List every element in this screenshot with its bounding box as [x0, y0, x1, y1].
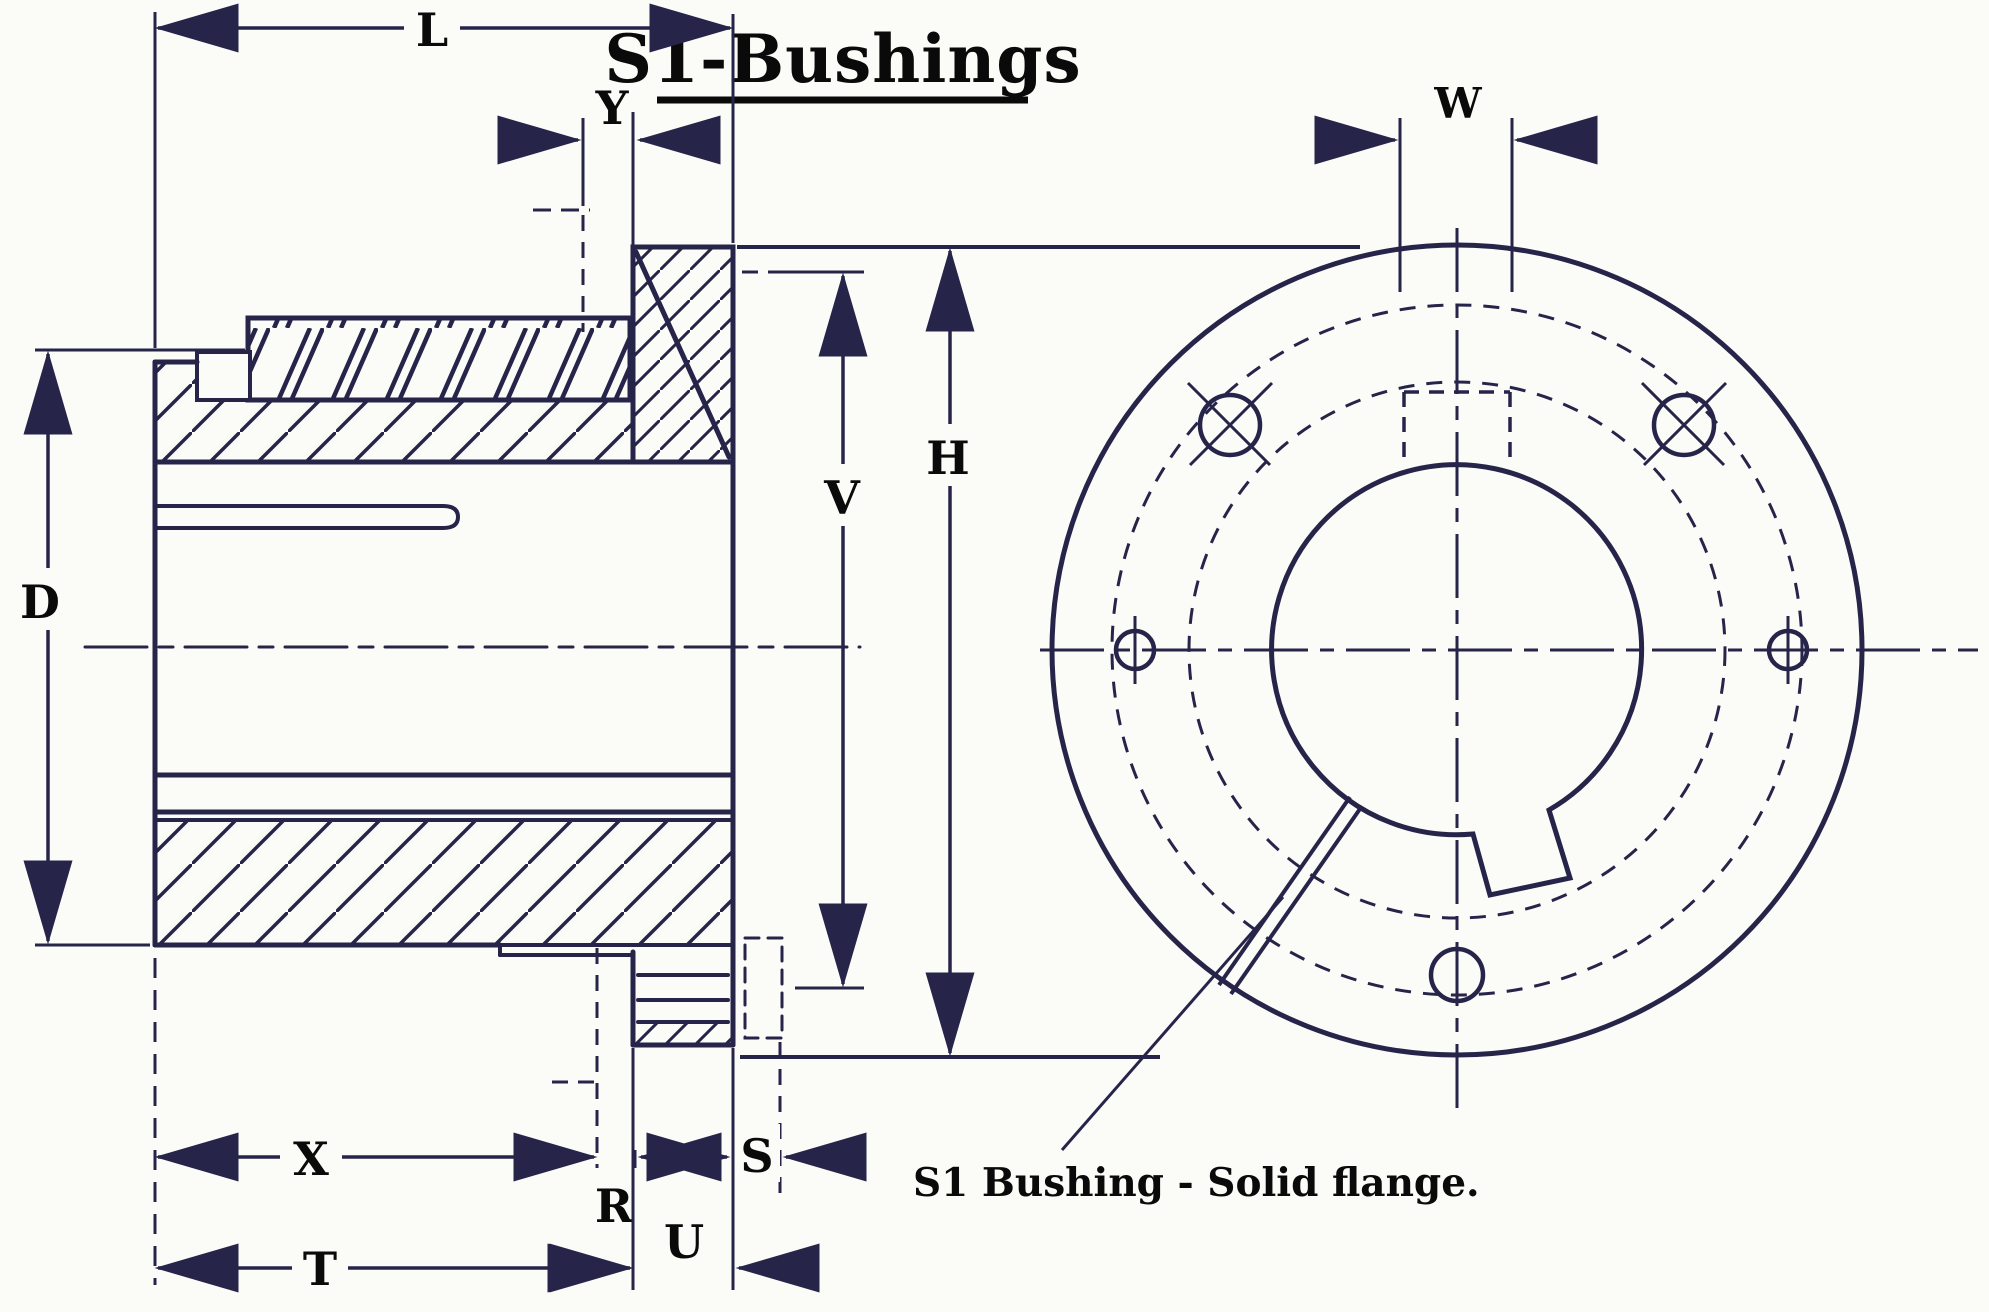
dim-D-label: D — [20, 575, 60, 629]
front-view: W — [1040, 79, 1978, 1108]
note-leader-line — [1060, 896, 1285, 1151]
dim-H: H — [737, 245, 1360, 1059]
title-text: S1-Bushings — [604, 20, 1081, 98]
upper-left-hole — [1186, 381, 1274, 467]
upper-right-hole — [1640, 381, 1728, 467]
left-hole — [1113, 616, 1157, 684]
dim-X-label: X — [293, 1132, 329, 1186]
dim-S: S — [646, 1042, 867, 1196]
dim-L: L — [153, 3, 735, 348]
hidden-keyway — [1402, 390, 1512, 463]
flange-outer-circle — [1049, 242, 1865, 1058]
note: S1 Bushing - Solid flange. — [913, 896, 1480, 1206]
flange-tapped-hole — [635, 973, 731, 1043]
note-text: S1 Bushing - Solid flange. — [913, 1160, 1480, 1206]
dim-U-label: U — [664, 1215, 704, 1269]
flange-taper-edge — [633, 249, 732, 460]
dim-Y: Y — [497, 81, 721, 332]
dim-Y-label: Y — [595, 81, 630, 135]
dim-T: T — [154, 1048, 635, 1296]
dim-W-label: W — [1433, 79, 1482, 128]
section-view — [83, 244, 862, 1048]
dim-X: X — [153, 948, 599, 1285]
dim-V-label: V — [823, 471, 861, 525]
dim-U: U — [547, 1048, 820, 1293]
dim-S-label: S — [740, 1129, 773, 1183]
saw-slit — [1217, 795, 1364, 996]
hidden-setscrew-outline — [743, 936, 784, 1040]
dim-X-label-bg — [280, 1126, 342, 1186]
hidden-taper-circle — [1110, 303, 1804, 997]
dim-V-label-bg — [814, 464, 872, 526]
dim-D-label-bg — [12, 568, 72, 630]
dim-V: V — [742, 270, 872, 990]
dim-T-label: T — [303, 1242, 337, 1296]
page-title: S1-Bushings — [604, 20, 1081, 104]
dim-R-label: R — [595, 1179, 634, 1233]
dim-L-label: L — [416, 3, 448, 57]
dim-S-label-bg — [734, 1124, 780, 1182]
thread-relief-step — [195, 350, 252, 402]
lower-wall-hatch — [153, 818, 735, 947]
dim-H-label: H — [926, 431, 969, 485]
hidden-hub-circle — [1187, 380, 1727, 920]
bore-circle-with-keyseat — [1269, 462, 1645, 898]
dim-D: D — [12, 348, 245, 947]
dim-H-label-bg — [920, 424, 978, 486]
external-thread-band — [245, 315, 633, 403]
saw-slit-slot — [153, 504, 461, 530]
dim-T-label-bg — [292, 1236, 348, 1296]
dim-L-label-bg — [404, 6, 460, 54]
dim-W: W — [1314, 79, 1598, 292]
right-hole — [1766, 616, 1810, 684]
bottom-hole — [1428, 946, 1486, 1004]
